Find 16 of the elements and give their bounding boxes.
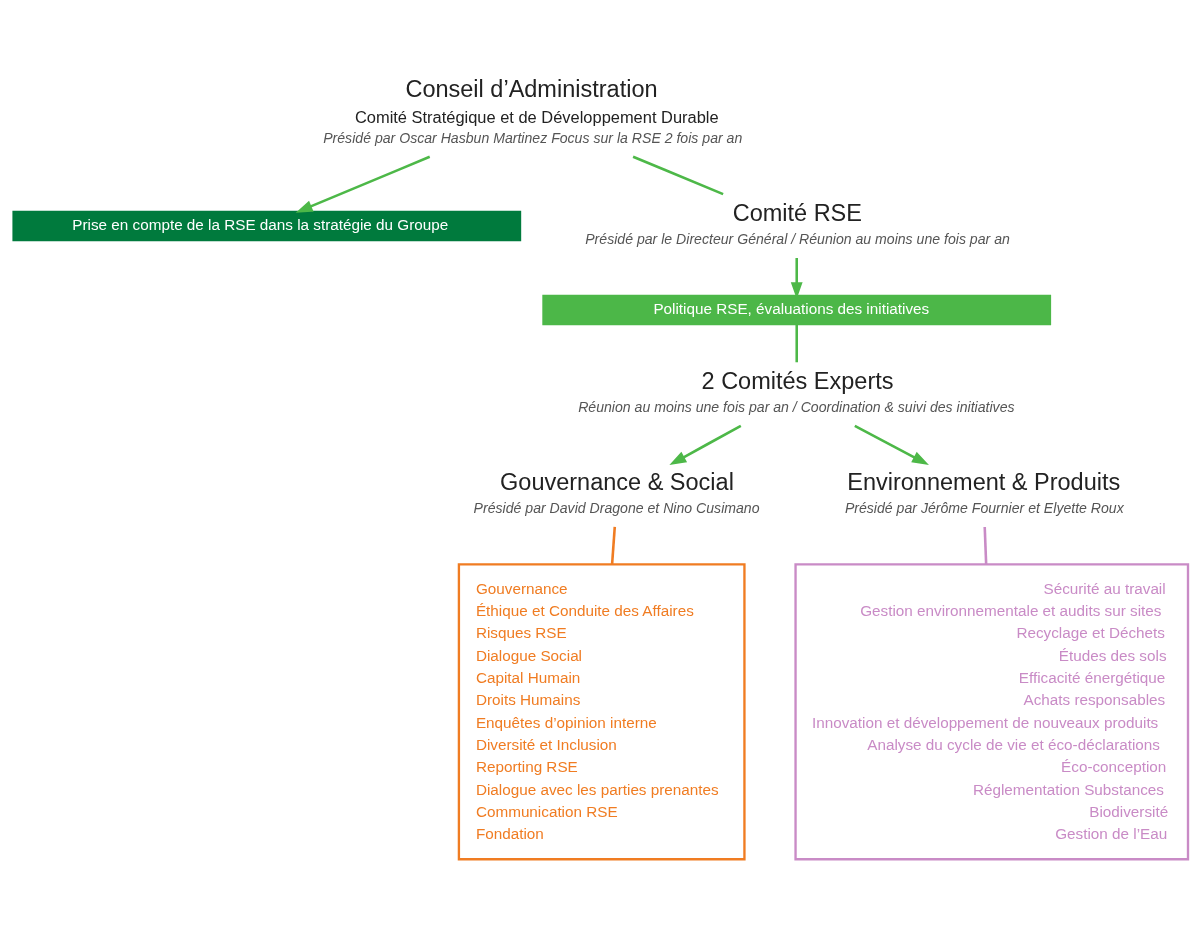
arrow [295, 155, 431, 213]
connector [610, 526, 617, 565]
arrow [669, 424, 742, 466]
node-text: Conseil d’Administration Comité Stratégique et de Développement Durable Présidé par Oscar Hasbun Martinez Focus sur la RSE 2 fois par an [323, 75, 743, 147]
node-box: Gouvernance Éthique et Conduite des Affaires Risques RSE Dialogue Social Capital Humain Droits Humains Enquêtes d’opinion interne Diversité et Inclusion Reporting RSE Dialogue avec les parties prenantes Communication RSE Fondation [457, 563, 746, 861]
node-box: Prise en compte de la RSE dans la stratégie du Groupe [12, 210, 522, 242]
arrow [854, 424, 929, 466]
node-box: Politique RSE, évaluations des initiatives [542, 294, 1052, 326]
connector [632, 155, 724, 196]
connector [795, 325, 799, 363]
node-text: 2 Comités Experts Réunion au moins une fois par an / Coordination & suivi des initiatives [578, 368, 1015, 416]
node-text: Comité RSE Présidé par le Directeur Général / Réunion au moins une fois par an [585, 200, 1010, 248]
node-box: Sécurité au travail Gestion environnementale et audits sur sites Recyclage et Déchets Études des sols Efficacité énergétique Achats responsables Innovation et développement de nouveaux produits Analyse du cycle de vie et éco-déclarations Éco-conception Réglementation Substances Biodiversité Gestion de l’Eau [794, 563, 1190, 861]
node-text: Gouvernance & Social Présidé par David Dragone et Nino Cusimano [473, 469, 760, 517]
connector [983, 526, 988, 565]
node-text: Environnement & Produits Présidé par Jérôme Fournier et Elyette Roux [844, 469, 1124, 517]
